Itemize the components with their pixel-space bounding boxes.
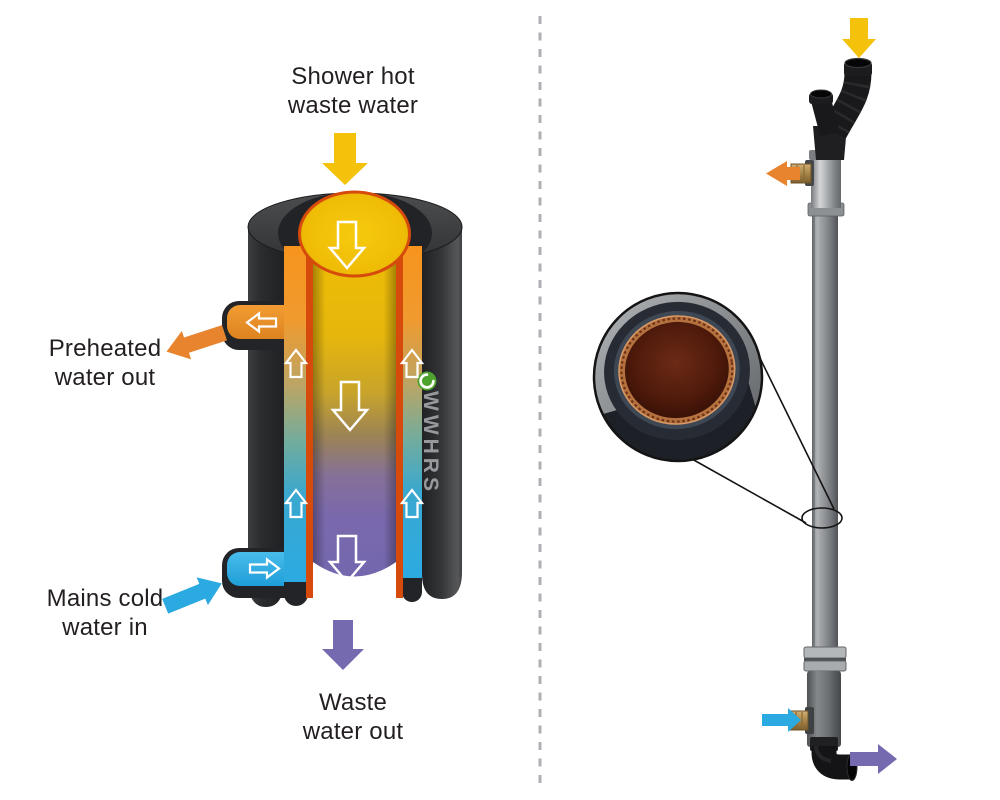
inset-pipe-body [594,373,762,461]
mains-cold-in-arrow [162,577,222,614]
callout-ellipse [801,507,843,529]
preheated-label-line1: Preheated [48,335,162,362]
lower-sleeve [807,671,841,747]
internal-cold-flow-arrows [245,311,425,580]
cold-flow-arrow-left-2 [283,488,309,519]
cold-flow-arrow-right-2 [399,488,425,519]
waste-out-arrow [322,620,364,670]
stub-out-flow-arrow [245,311,278,334]
mains-label-line2: water in [62,614,148,641]
preheated-label: Preheated water out [10,334,200,392]
hot-flow-arrow-3 [327,534,367,584]
shower-label-line1: Shower hot [291,63,415,90]
mains-label-line1: Mains cold [46,585,164,612]
mains-label: Mains cold water in [10,584,200,642]
hot-flow-arrow-1 [327,220,367,270]
stub-in-flow-arrow [248,557,281,580]
shower-label-line2: waste water [287,92,419,119]
shell-right-wall [422,227,462,599]
copper-wall-right [396,242,403,598]
photo-waste-out-arrow [850,744,897,774]
pipe-top-opening [298,190,411,278]
heat-exchanger-cutaway [162,133,463,670]
preheated-label-line2: water out [54,364,156,391]
waste-elbow [810,737,858,781]
photo-preheated-out-arrow [766,161,800,186]
callout-lines [691,351,835,524]
cold-flow-arrow-right-1 [399,348,425,379]
pipe-interior [624,321,729,419]
waste-label: Waste water out [262,688,444,746]
upper-silver-section [811,156,841,208]
pipe-body [812,214,838,654]
cross-section-inset [592,291,764,463]
photo-cold-in-arrow [762,708,801,732]
pipe-highlight [815,214,819,654]
hot-flow-arrow-2 [330,380,370,432]
cold-flow-arrow-left-1 [283,348,309,379]
wwhrs-logo-icon [417,371,437,391]
shower-label: Shower hot waste water [237,62,469,120]
wwhrs-brand-text: WWHRS [419,391,442,495]
preheated-out-arrow [166,325,228,360]
annulus-channel-left [284,246,308,582]
waste-label-line2: water out [302,718,404,745]
bottom-clamp-coupling [803,646,847,672]
y-branch-fitting [809,57,872,160]
product-photo [592,18,897,781]
shower-waste-in-arrow [322,133,368,185]
photo-hot-in-arrow [842,18,876,58]
central-pipe-shading [313,242,396,577]
internal-hot-flow-arrows [327,220,370,584]
waste-label-line1: Waste [318,689,388,716]
copper-wall-left [306,242,313,598]
